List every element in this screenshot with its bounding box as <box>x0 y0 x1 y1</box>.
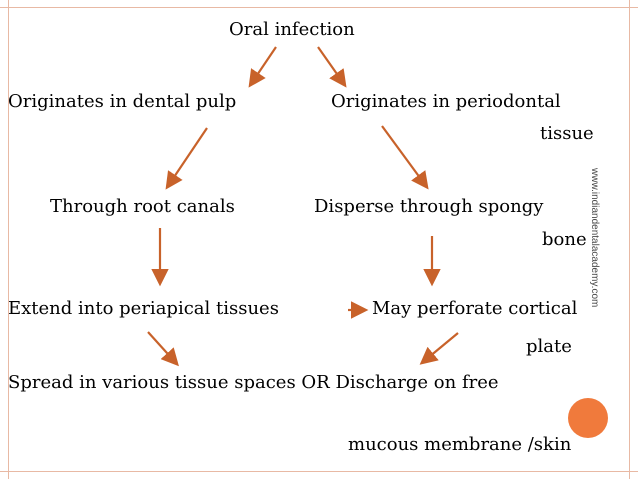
node-dental-pulp: Originates in dental pulp <box>8 91 237 112</box>
node-cortical-line1: May perforate cortical <box>372 298 578 319</box>
node-mucous: mucous membrane /skin <box>348 434 572 455</box>
bottom-border <box>0 471 638 479</box>
node-periapical: Extend into periapical tissues <box>8 298 279 319</box>
right-border <box>629 0 638 479</box>
node-oral-infection: Oral infection <box>229 19 355 40</box>
arrow-oral-to-periodontal <box>317 46 347 88</box>
arrow-periodontal-to-spongy <box>381 125 429 190</box>
node-root-canals: Through root canals <box>50 196 235 217</box>
node-cortical-line2: plate <box>526 336 572 357</box>
arrow-oral-to-pulp <box>248 46 277 88</box>
node-spread: Spread in various tissue spaces OR Disch… <box>8 372 499 393</box>
left-border <box>0 0 9 479</box>
arrow-pulp-to-root-canals <box>165 127 208 190</box>
top-border <box>0 0 638 8</box>
node-periodontal-line2: tissue <box>540 123 594 144</box>
decorative-dot <box>568 398 608 438</box>
node-spongy-line1: Disperse through spongy <box>314 196 544 217</box>
arrow-periapical-to-spread <box>147 331 179 367</box>
node-periodontal-line1: Originates in periodontal <box>331 91 561 112</box>
node-spongy-line2: bone <box>542 229 587 250</box>
arrow-cortical-to-spread <box>419 332 459 365</box>
